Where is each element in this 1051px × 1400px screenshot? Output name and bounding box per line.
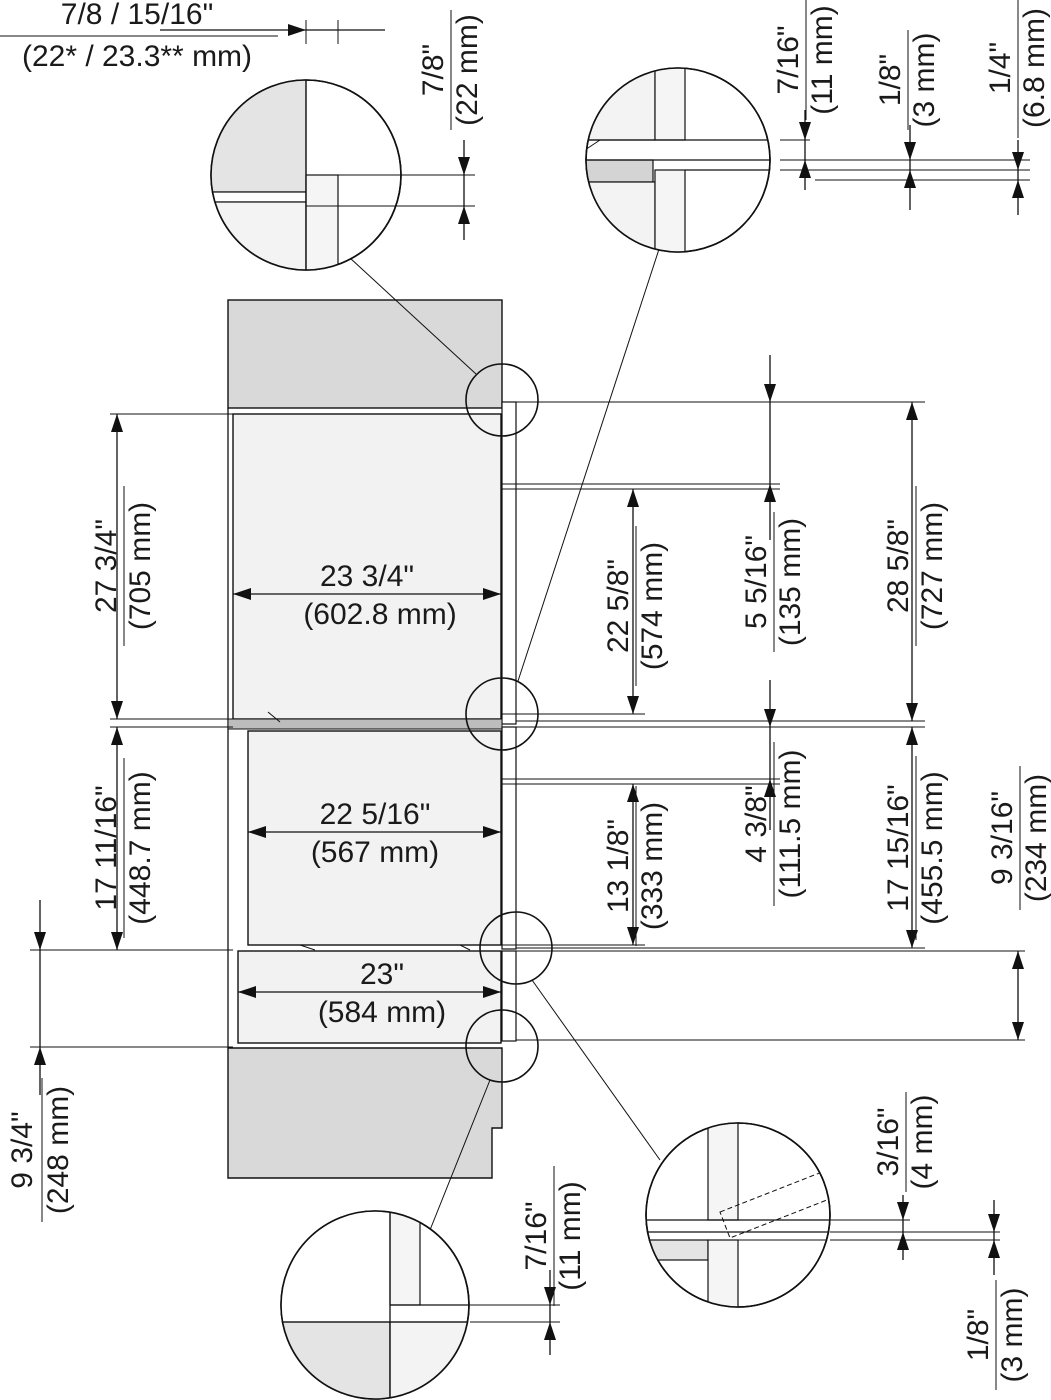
- lower-total-height-mm: (455.5 mm): [916, 771, 949, 924]
- lower-appliance: [247, 726, 517, 951]
- upper-height-left-frac: 27 3/4": [90, 519, 123, 613]
- detail-bottom-right-b-mm: (3 mm): [996, 1288, 1029, 1383]
- lower-width-frac: 22 5/16": [320, 798, 431, 831]
- detail-top-right-a-frac: 7/16": [772, 25, 805, 94]
- detail-circle-top-left: [210, 79, 402, 271]
- detail-circle-bottom-right: [645, 1122, 831, 1308]
- cabinet-niche: [227, 299, 503, 1179]
- upper-total-height-mm: (727 mm): [916, 502, 949, 630]
- lower-offset-mm: (111.5 mm): [774, 750, 807, 899]
- top-gap-frac: 7/8 / 15/16": [61, 0, 213, 31]
- upper-height-left-mm: (705 mm): [124, 502, 157, 630]
- detail-circle-bottom-left: [280, 1210, 470, 1400]
- detail-bottom-left-mm: (11 mm): [554, 1181, 587, 1290]
- detail-circle-top-right: [585, 67, 771, 253]
- upper-inner-height-mm: (574 mm): [636, 542, 669, 670]
- detail-bottom-right-a-mm: (4 mm): [906, 1095, 939, 1190]
- detail-dimension-ticks: [160, 20, 1030, 1355]
- detail-top-left-mm: (22 mm): [451, 14, 484, 126]
- upper-inner-height-frac: 22 5/8": [602, 559, 635, 653]
- upper-oven: [227, 401, 517, 730]
- detail-bottom-left-frac: 7/16": [520, 1201, 553, 1270]
- lower-width-mm: (567 mm): [311, 836, 439, 869]
- detail-top-right-a-mm: (11 mm): [806, 5, 839, 114]
- drawer-height-left-mm: (248 mm): [42, 1086, 75, 1214]
- top-gap-mm: (22* / 23.3** mm): [22, 40, 252, 73]
- extension-lines: [30, 401, 1025, 1048]
- drawer-width-frac: 23": [360, 958, 404, 991]
- detail-top-right-b-frac: 1/8": [874, 54, 907, 106]
- lower-offset-frac: 4 3/8": [740, 785, 773, 862]
- upper-total-height-frac: 28 5/8": [882, 519, 915, 613]
- drawer-width-mm: (584 mm): [318, 996, 446, 1029]
- detail-bottom-right-b-frac: 1/8": [962, 1309, 995, 1361]
- detail-bottom-right-a-frac: 3/16": [872, 1107, 905, 1176]
- lower-total-height-frac: 17 15/16": [882, 784, 915, 911]
- upper-width-frac: 23 3/4": [320, 560, 414, 593]
- upper-width-mm: (602.8 mm): [303, 598, 456, 631]
- lower-inner-height-mm: (333 mm): [636, 802, 669, 930]
- drawer-height-left-frac: 9 3/4": [6, 1111, 39, 1188]
- dimension-lines: [34, 355, 1024, 1095]
- detail-markers: [349, 239, 663, 1231]
- upper-offset-frac: 5 5/16": [740, 535, 773, 629]
- detail-top-right-c-mm: (6.8 mm): [1018, 8, 1051, 128]
- upper-offset-mm: (135 mm): [774, 518, 807, 646]
- detail-top-left-frac: 7/8": [417, 44, 450, 96]
- lower-height-left-mm: (448.7 mm): [124, 771, 157, 924]
- lower-inner-height-frac: 13 1/8": [602, 819, 635, 913]
- lower-height-left-frac: 17 11/16": [90, 785, 123, 910]
- drawer-height-right-mm: (234 mm): [1020, 774, 1051, 902]
- detail-top-right-c-frac: 1/4": [984, 42, 1017, 94]
- detail-top-right-b-mm: (3 mm): [908, 33, 941, 128]
- warming-drawer: [237, 950, 517, 1044]
- drawer-height-right-frac: 9 3/16": [986, 791, 1019, 885]
